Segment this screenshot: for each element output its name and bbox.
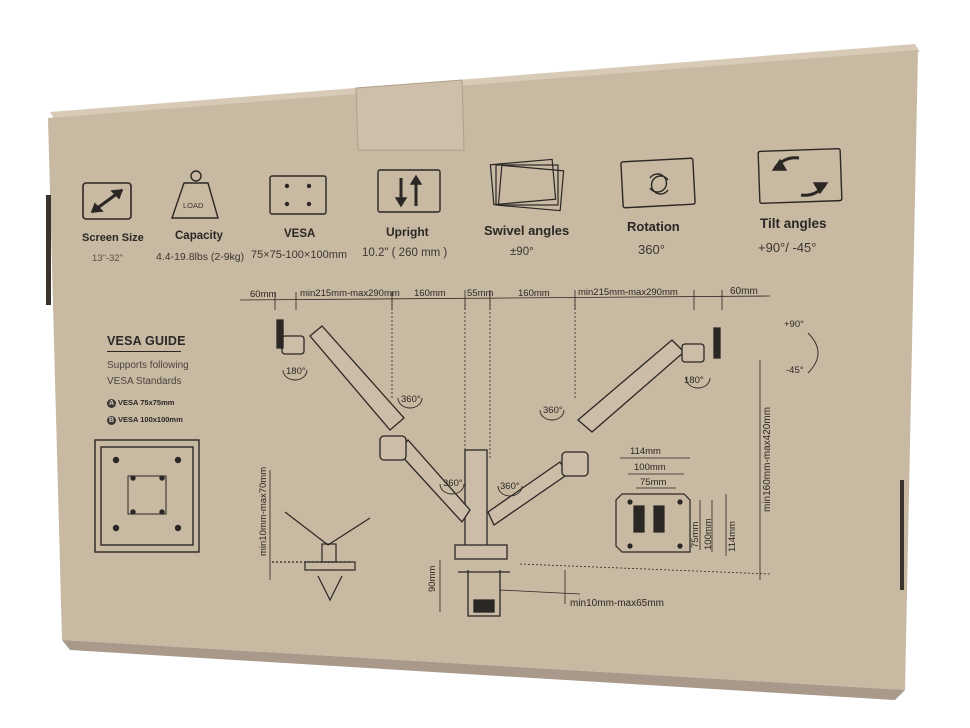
rotation-arcs	[282, 332, 819, 497]
feature-value-rotation: 360°	[638, 242, 665, 257]
feature-value-screen-size: 13"-32"	[92, 253, 124, 264]
badge-a: A	[107, 398, 116, 408]
feature-title-screen-size: Screen Size	[82, 232, 144, 244]
vesa-guide-title: VESA GUIDE	[107, 334, 186, 348]
feature-value-swivel: ±90°	[510, 246, 534, 258]
rotation-icon	[620, 157, 696, 209]
box-bottom-shadow	[62, 640, 905, 700]
option-b-text: VESA 100x100mm	[118, 415, 183, 424]
tape-flap	[355, 79, 465, 151]
feature-value-upright: 10.2" ( 260 mm )	[362, 247, 448, 259]
diagonal-arrow-icon	[82, 182, 132, 220]
edge-mark-left	[46, 195, 51, 305]
rot-360-b: 360°	[543, 405, 563, 416]
feature-title-capacity: Capacity	[175, 230, 223, 242]
option-a-text: VESA 75x75mm	[118, 398, 175, 407]
dim-plate-75-h: 75mm	[690, 521, 701, 548]
vesa-guide-line2: VESA Standards	[107, 376, 182, 387]
tilt-plus-label: +90°	[784, 319, 804, 330]
top-dimension-line	[239, 290, 771, 460]
feature-value-capacity: 4.4-19.8lbs (2-9kg)	[156, 251, 245, 263]
dim-top-160-left: 160mm	[414, 288, 446, 299]
feature-title-tilt: Tilt angles	[760, 216, 827, 231]
dim-clamp-range-left: min10mm-max70mm	[258, 466, 269, 556]
feature-title-vesa: VESA	[284, 228, 316, 240]
side-view-drawing	[272, 511, 371, 602]
dim-top-range-left: min215mm-max290mm	[300, 288, 400, 299]
feature-title-swivel: Swivel angles	[484, 223, 570, 238]
dual-arm-drawing	[276, 319, 721, 617]
tilt-minus-label: -45°	[786, 365, 804, 376]
dim-clamp-90: 90mm	[427, 565, 438, 592]
dim-top-range-right: min215mm-max290mm	[578, 287, 678, 298]
swivel-screens-icon	[489, 158, 565, 212]
dim-top-60-right: 60mm	[730, 286, 758, 297]
rot-360-d: 360°	[500, 481, 520, 492]
box-front-face	[48, 50, 918, 690]
vesa-plate-drawing	[615, 360, 761, 580]
edge-mark-right	[900, 480, 904, 590]
feature-value-vesa: 75×75-100×100mm	[251, 249, 348, 261]
rot-360-c: 360°	[443, 478, 463, 489]
vesa-guide-underline	[107, 351, 181, 352]
vesa-plate-icon	[269, 175, 327, 215]
dim-plate-75-w: 75mm	[640, 477, 667, 488]
capacity-load-label: LOAD	[183, 201, 204, 210]
dim-plate-114-h: 114mm	[727, 521, 738, 552]
dim-top-160-right: 160mm	[518, 288, 550, 299]
dim-height-range: min160mm-max420mm	[762, 406, 773, 512]
feature-title-upright: Upright	[386, 225, 429, 239]
rot-360-a: 360°	[401, 394, 421, 405]
vesa-guide-line1: Supports following	[107, 360, 189, 371]
rot-180-right: 180°	[684, 375, 704, 386]
tilt-icon	[757, 147, 843, 205]
dim-plate-100-h: 100mm	[703, 518, 714, 550]
dim-clamp-range-bottom: min10mm-max65mm	[570, 598, 664, 609]
bottom-dimension-lines	[269, 470, 771, 612]
dim-plate-114-w: 114mm	[630, 446, 661, 457]
rot-180-left: 180°	[286, 366, 306, 377]
dim-top-55: 55mm	[467, 288, 494, 299]
up-down-arrows-icon	[377, 169, 441, 213]
feature-value-tilt: +90°/ -45°	[758, 240, 817, 255]
vesa-guide-plate	[94, 439, 200, 553]
feature-title-rotation: Rotation	[627, 219, 680, 234]
weight-icon	[171, 170, 219, 219]
dim-top-60-left: 60mm	[250, 289, 277, 300]
badge-b: B	[107, 415, 116, 425]
dim-plate-100-w: 100mm	[634, 462, 666, 473]
